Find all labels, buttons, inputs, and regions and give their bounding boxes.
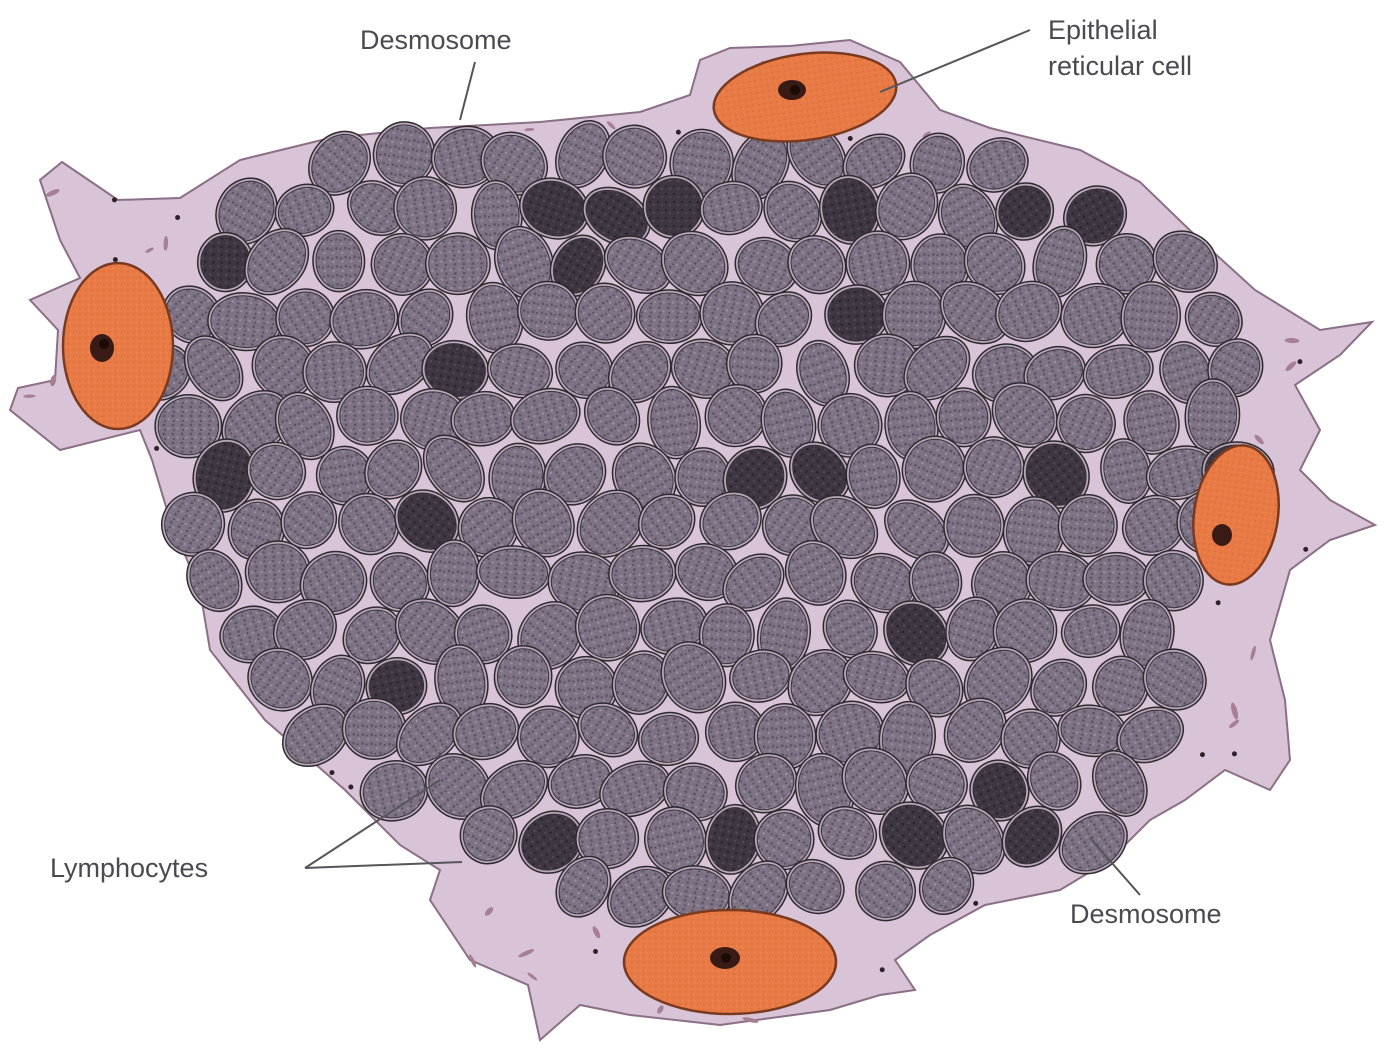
- label-lymphocytes: Lymphocytes: [50, 852, 208, 884]
- label-epithelial-line2: reticular cell: [1048, 50, 1192, 82]
- label-desmosome-top: Desmosome: [360, 24, 512, 56]
- leader-epithelial-reticular-cell: [880, 30, 1030, 92]
- epithelial-nucleus-bottom: [624, 910, 836, 1014]
- lymphocyte: [1083, 552, 1150, 605]
- nucleolus: [1212, 524, 1232, 546]
- epithelial-nucleus-left: [63, 263, 173, 429]
- lymphocyte: [636, 289, 703, 344]
- leader-desmosome-top: [460, 62, 475, 120]
- lymphocyte-dark: [643, 175, 705, 238]
- lymphocyte-cluster: [122, 111, 1277, 939]
- lymphocyte: [336, 386, 399, 446]
- label-desmosome-bottom: Desmosome: [1070, 898, 1222, 930]
- label-epithelial-line1: Epithelial: [1048, 14, 1158, 46]
